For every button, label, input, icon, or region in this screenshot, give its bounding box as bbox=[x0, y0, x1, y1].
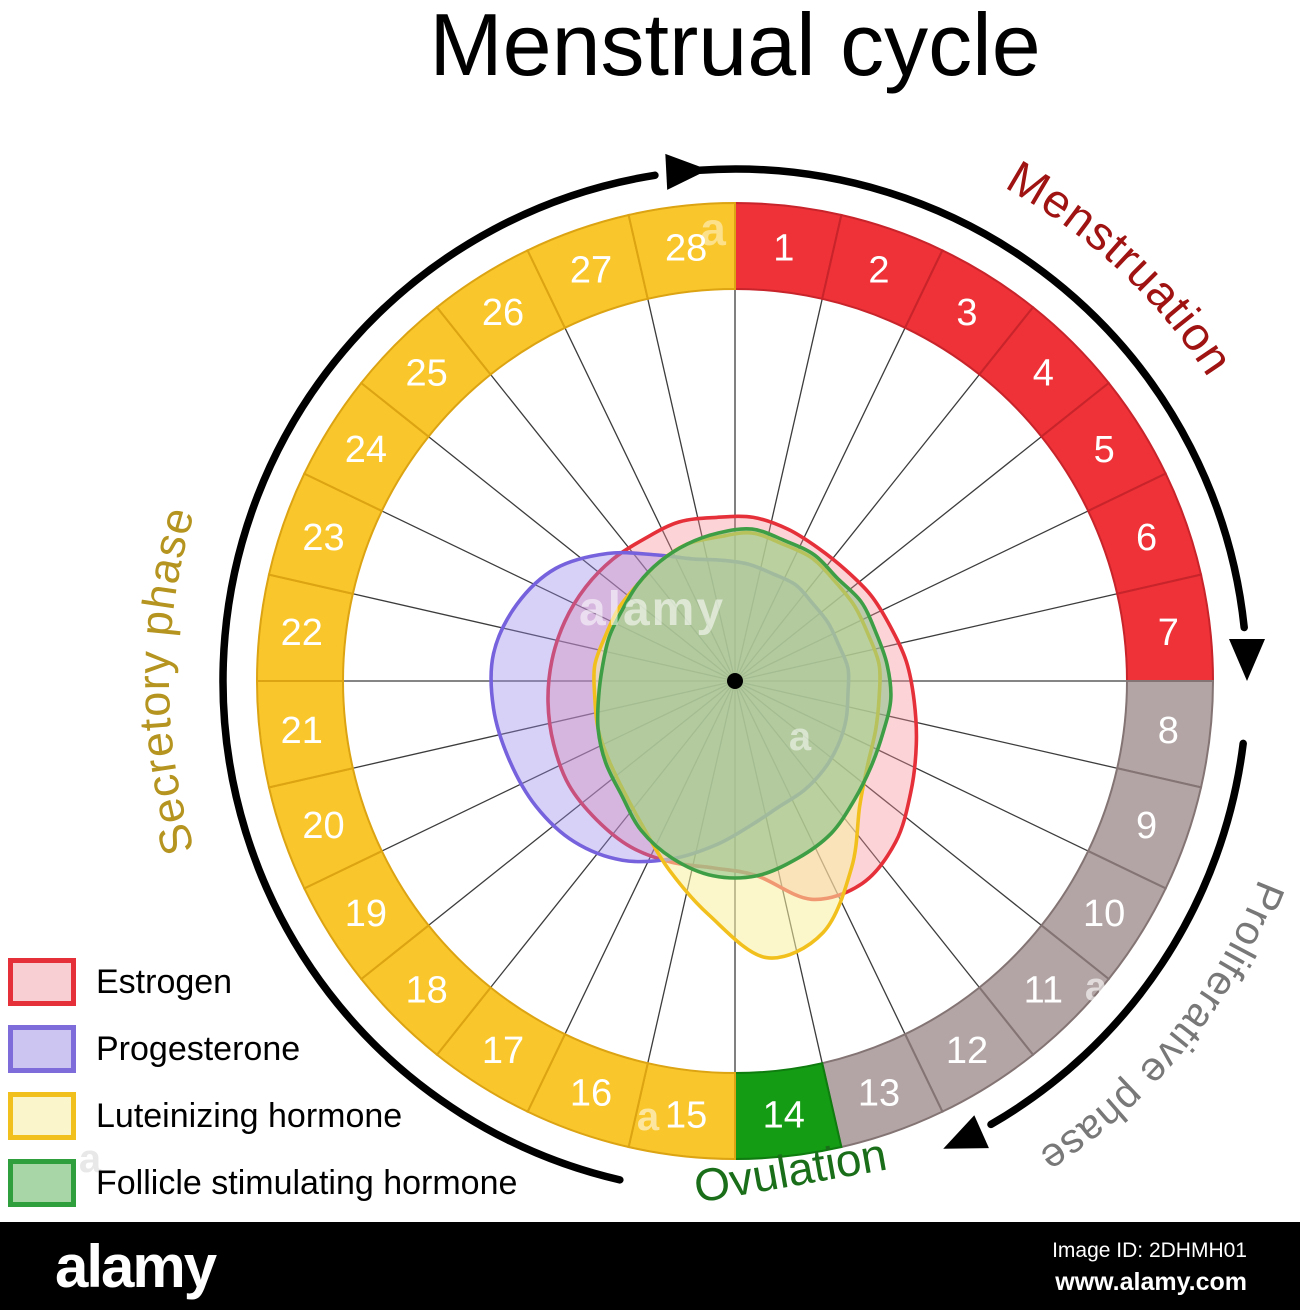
tiny-watermark-3: a bbox=[637, 1095, 660, 1139]
day-label-10: 10 bbox=[1083, 893, 1125, 935]
phase-label-secretory-phase: Secretory phase bbox=[128, 501, 204, 861]
direction-arrowhead-2 bbox=[1229, 639, 1265, 681]
alamy-url-text: www.alamy.com bbox=[1055, 1268, 1247, 1296]
tiny-watermark-5: a bbox=[79, 1137, 102, 1181]
center-dot bbox=[727, 673, 743, 689]
day-label-20: 20 bbox=[302, 805, 344, 847]
legend-label: Luteinizing hormone bbox=[96, 1096, 403, 1135]
direction-arrows bbox=[219, 153, 1265, 1184]
tiny-watermark-2: a bbox=[789, 715, 812, 759]
day-label-23: 23 bbox=[302, 517, 344, 559]
center-watermark: alamy bbox=[579, 583, 725, 636]
direction-arrowhead-1 bbox=[665, 153, 709, 190]
alamy-logo: alamy bbox=[55, 1233, 217, 1300]
day-label-12: 12 bbox=[946, 1030, 988, 1072]
day-label-3: 3 bbox=[956, 292, 977, 334]
watermark-footer-bar: alamy Image ID: 2DHMH01 www.alamy.com bbox=[0, 1222, 1300, 1310]
luteinizing-hormone-swatch-icon bbox=[8, 1092, 76, 1140]
legend-item-estrogen: Estrogen bbox=[8, 958, 517, 1006]
day-label-25: 25 bbox=[406, 353, 448, 395]
day-segment-28 bbox=[627, 201, 736, 301]
legend-item-luteinizing-hormone: Luteinizing hormone bbox=[8, 1092, 517, 1140]
direction-arrow-arc-3 bbox=[987, 739, 1247, 1129]
hormone-curves bbox=[489, 514, 919, 960]
day-label-27: 27 bbox=[570, 249, 612, 291]
day-label-21: 21 bbox=[281, 710, 323, 752]
watermarks: alamy a a a a a bbox=[79, 203, 1108, 1181]
direction-arrow-arc-1 bbox=[219, 171, 659, 1184]
day-label-28: 28 bbox=[665, 228, 707, 270]
day-label-15: 15 bbox=[665, 1094, 707, 1136]
legend-item-progesterone: Progesterone bbox=[8, 1025, 517, 1073]
legend-item-follicle-stimulating-hormone: Follicle stimulating hormone bbox=[8, 1159, 517, 1207]
day-label-22: 22 bbox=[281, 612, 323, 654]
day-label-18: 18 bbox=[406, 969, 448, 1011]
day-numbers: 1234567891011121314151617181920212223242… bbox=[281, 228, 1179, 1137]
tiny-watermark-4: a bbox=[1085, 965, 1108, 1009]
day-label-17: 17 bbox=[482, 1030, 524, 1072]
hormone-curve-follicle-stimulating-hormone bbox=[595, 526, 893, 880]
day-label-4: 4 bbox=[1033, 353, 1054, 395]
page-title: Menstrual cycle bbox=[429, 0, 1041, 94]
hormone-legend: Estrogen Progesterone Luteinizing hormon… bbox=[8, 958, 517, 1226]
day-label-8: 8 bbox=[1158, 710, 1179, 752]
day-label-2: 2 bbox=[868, 249, 889, 291]
day-label-24: 24 bbox=[345, 429, 387, 471]
day-label-11: 11 bbox=[1024, 969, 1063, 1011]
follicle-stimulating-hormone-swatch-icon bbox=[8, 1159, 76, 1207]
day-label-9: 9 bbox=[1136, 805, 1157, 847]
progesterone-swatch-icon bbox=[8, 1025, 76, 1073]
day-label-7: 7 bbox=[1158, 612, 1179, 654]
day-label-1: 1 bbox=[773, 228, 794, 270]
day-label-16: 16 bbox=[570, 1073, 612, 1115]
footer-info: Image ID: 2DHMH01 www.alamy.com bbox=[1052, 1236, 1247, 1298]
day-label-5: 5 bbox=[1094, 429, 1115, 471]
image-id-text: Image ID: 2DHMH01 bbox=[1052, 1239, 1247, 1262]
day-ring bbox=[255, 201, 1215, 1161]
day-label-13: 13 bbox=[858, 1073, 900, 1115]
day-label-14: 14 bbox=[763, 1094, 805, 1136]
estrogen-swatch-icon bbox=[8, 958, 76, 1006]
legend-label: Estrogen bbox=[96, 962, 233, 1001]
tiny-watermark-1: a bbox=[700, 203, 726, 255]
day-label-26: 26 bbox=[482, 292, 524, 334]
direction-arrowhead-3 bbox=[943, 1115, 989, 1149]
day-label-19: 19 bbox=[345, 893, 387, 935]
legend-label: Progesterone bbox=[96, 1029, 301, 1068]
day-label-6: 6 bbox=[1136, 517, 1157, 559]
direction-arrow-arc-2 bbox=[695, 165, 1248, 632]
legend-label: Follicle stimulating hormone bbox=[96, 1163, 518, 1202]
